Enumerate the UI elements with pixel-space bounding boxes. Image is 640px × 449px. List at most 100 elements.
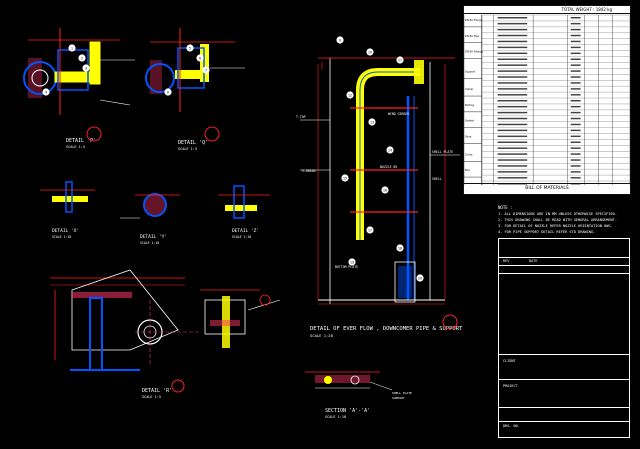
note-line: 4. FOR PIPE SUPPORT DETAIL REFER STD DRA… [498, 230, 596, 234]
callout-balloon-label: 7 [205, 68, 207, 72]
callout-balloon [396, 56, 404, 64]
detail-x-scale: SCALE 1:10 [52, 235, 71, 239]
detail-r-group: DETAIL 'R' SCALE 1:5 [50, 269, 200, 399]
bom-group-label: Guide [465, 152, 473, 156]
callout-balloon-label: 15 [343, 176, 347, 180]
main-view-labels: V-DRAIN SHELL PLATE T-TOP BOTTOM PLATE WIND … [296, 112, 453, 400]
note-line: 3. FOR DETAIL OF NOZZLE REFER NOZZLE ORI… [498, 224, 613, 228]
note-line: 2. THIS DRAWING SHALL BE READ WITH GENER… [498, 218, 617, 222]
bom-group-label: Gasket [465, 119, 474, 123]
drawing-no-label: DRG. NO. [503, 424, 520, 428]
notes-panel: NOTE : 1. ALL DIMENSIONS ARE IN MM UNLES… [498, 205, 630, 237]
callout-balloon [42, 88, 50, 96]
detail-y-title: DETAIL 'Y' [140, 234, 167, 240]
section-label: SHELL PLATE [392, 391, 412, 395]
callout-balloon-label: 4 [45, 90, 47, 94]
bom-group-label: Clamp [465, 87, 474, 91]
project-label: PROJECT [503, 384, 518, 388]
date-label: DATE [529, 259, 538, 263]
detail-p-title: DETAIL 'P' [66, 138, 96, 144]
main-view-group: DETAIL OF EVER FLOW , DOWNCOMER PIPE & S… [300, 57, 463, 338]
bom-header: TOTAL WEIGHT : 1842 kg [464, 6, 630, 14]
callout-balloon-label: 3 [85, 66, 87, 70]
clamp-detail-group [200, 289, 281, 348]
detail-z-title: DETAIL 'Z' [232, 228, 259, 234]
callout-balloon [341, 174, 349, 182]
notes-heading: NOTE : [498, 205, 513, 210]
callout-balloon-label: 2 [81, 56, 83, 60]
callout-balloon-label: 9 [339, 38, 341, 42]
callout-balloon [346, 91, 354, 99]
bom-group-label: DN 80 Fittings [465, 50, 484, 54]
bom-group-label: Support [465, 69, 475, 73]
callout-balloon [186, 44, 194, 52]
main-view-label: SHELL [432, 177, 442, 181]
bom-group-label: DN 80 Pipe [465, 34, 480, 38]
rev-label: REV [503, 259, 510, 263]
detail-q-title: DETAIL 'Q' [178, 140, 208, 146]
detail-p-scale: SCALE 1:5 [66, 145, 85, 149]
detail-q-marker [204, 126, 220, 142]
callout-balloon-label: 13 [370, 120, 374, 124]
detail-r-marker [171, 379, 185, 393]
bom-group-label: Pad [465, 168, 470, 172]
main-view-label: V-DRAIN [302, 169, 316, 173]
callout-balloon-label: 16 [383, 188, 387, 192]
callout-balloon [381, 186, 389, 194]
main-view-label: NOZZLE N5 [380, 165, 397, 169]
main-view-scale: SCALE 1:20 [310, 333, 334, 338]
main-view-title: DETAIL OF EVER FLOW , DOWNCOMER PIPE & S… [310, 326, 463, 332]
callout-balloon-label: 18 [398, 246, 402, 250]
bom-title: BILL OF MATERIALS [464, 183, 630, 194]
callout-balloon [82, 64, 90, 72]
detail-p-marker [86, 126, 102, 142]
callout-balloon [366, 48, 374, 56]
callout-balloon-label: 20 [418, 276, 422, 280]
callout-balloon [78, 54, 86, 62]
detail-x-title: DETAIL 'X' [52, 228, 79, 234]
callout-balloon-label: 14 [388, 148, 392, 152]
callout-balloon-label: 10 [368, 50, 372, 54]
callout-balloon-label: 17 [368, 228, 372, 232]
main-view-label: SHELL PLATE [432, 150, 453, 154]
callout-balloon [68, 44, 76, 52]
callout-balloon-label: 6 [199, 56, 201, 60]
client-label: CLIENT [503, 359, 516, 363]
callout-balloon-label: 5 [189, 46, 191, 50]
detail-z-scale: SCALE 1:10 [232, 235, 251, 239]
callout-balloon-label: 12 [348, 93, 352, 97]
bom-group-label: Bolting [465, 103, 474, 107]
main-view-label: BOTTOM PLATE [335, 265, 358, 269]
callout-balloon [202, 66, 210, 74]
detail-q-group: DETAIL 'Q' SCALE 1:5 [145, 28, 245, 151]
callout-balloon [386, 146, 394, 154]
callout-balloon [348, 258, 356, 266]
section-aa-group: SECTION 'A'-'A' SCALE 1:10 [305, 371, 393, 419]
callout-balloon-label: 8 [167, 90, 169, 94]
detail-x-group: DETAIL 'X' SCALE 1:10 [40, 181, 95, 239]
main-view-marker [442, 314, 458, 330]
callout-balloon [416, 274, 424, 282]
detail-q-scale: SCALE 1:5 [178, 147, 197, 151]
section-aa-title: SECTION 'A'-'A' [325, 408, 370, 414]
callout-balloon [336, 36, 344, 44]
bom-table: DN 80 Flange DN 80 Pipe DN 80 FittingsSupp… [464, 14, 630, 185]
callout-balloon [396, 244, 404, 252]
bom-group-label: DN 80 Flange [465, 18, 483, 22]
detail-r-title: DETAIL 'R' [142, 388, 172, 394]
main-view-label: T-TOP [296, 115, 306, 119]
callout-balloon-label: 19 [350, 260, 354, 264]
section-label: SUPPORT [392, 396, 405, 400]
bom-group-label: Shoe [465, 135, 472, 139]
callout-balloon [366, 226, 374, 234]
main-view-label: WIND GIRDER [388, 112, 409, 116]
detail-y-scale: SCALE 1:10 [140, 241, 159, 245]
detail-r-scale: SCALE 1:5 [142, 395, 161, 399]
callout-balloon [164, 88, 172, 96]
note-line: 1. ALL DIMENSIONS ARE IN MM UNLESS OTHER… [498, 212, 617, 216]
title-block: REV DATE CLIENT PROJECT DRG. NO. [498, 238, 630, 438]
section-aa-scale: SCALE 1:10 [325, 415, 346, 419]
